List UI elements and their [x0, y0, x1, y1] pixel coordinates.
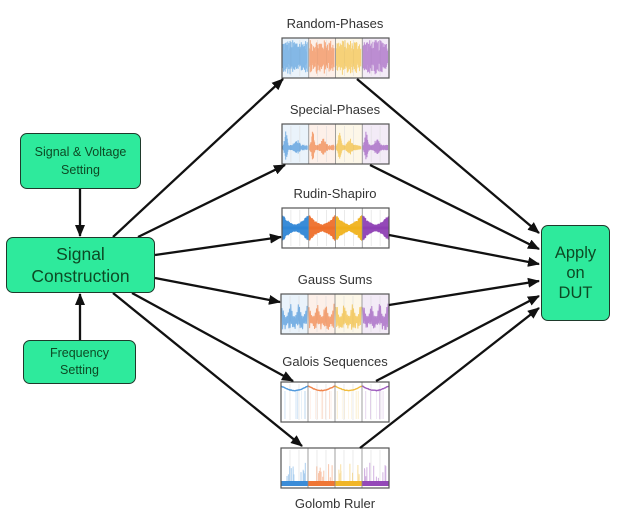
rudin-shapiro-panel-border — [281, 207, 390, 249]
signal-construction-label-line1: Signal — [56, 244, 105, 264]
arrow-signal-construction-to-random-phases — [112, 78, 284, 238]
arrow-signal-construction-to-gauss-sums — [154, 276, 281, 305]
galois-sequences-waveform-segment — [307, 385, 336, 392]
arrow-signal-construction-to-golomb-ruler — [112, 292, 303, 447]
arrow-golomb-ruler-to-apply-on-dut — [359, 307, 540, 449]
galois-sequences-waveform-segment — [280, 385, 309, 392]
apply-on-dut-label-line2: on — [566, 264, 585, 282]
arrow-special-phases-to-apply-on-dut — [369, 163, 540, 251]
signal-voltage-setting-box: Signal & Voltage Setting — [20, 133, 141, 189]
random-phases-panel-border — [281, 37, 390, 79]
golomb-ruler-waveform-spikes — [286, 462, 306, 482]
golomb-ruler-waveform-band — [335, 481, 362, 486]
arrow-rudin-shapiro-to-apply-on-dut — [388, 233, 540, 267]
special-phases-label: Special-Phases — [289, 102, 381, 117]
arrow-random-phases-to-apply-on-dut — [356, 78, 540, 234]
gauss-sums-label: Gauss Sums — [297, 272, 373, 287]
golomb-ruler-waveform-band — [281, 481, 308, 486]
golomb-ruler-panel — [280, 447, 390, 489]
apply-on-dut-label-line1: Apply — [554, 244, 597, 262]
gauss-sums-panel — [280, 293, 390, 335]
frequency-setting-label-line1: Frequency — [49, 346, 110, 360]
random-phases-waveform-segment — [309, 40, 335, 74]
special-phases-panel — [281, 123, 390, 165]
random-phases-label: Random-Phases — [286, 16, 384, 31]
golomb-ruler-waveform-band — [308, 481, 335, 486]
golomb-ruler-waveform-spikes — [316, 464, 333, 482]
waveform-panels — [280, 37, 390, 489]
apply-on-dut-box: Apply on DUT — [541, 225, 610, 321]
galois-sequences-waveform-segment — [361, 385, 390, 392]
galois-sequences-panel — [280, 381, 390, 423]
gauss-sums-segment-tint — [308, 294, 335, 334]
golomb-ruler-waveform-band — [362, 481, 389, 486]
golomb-ruler-label: Golomb Ruler — [294, 496, 376, 511]
golomb-ruler-waveform-spikes — [364, 462, 387, 482]
galois-sequences-label: Galois Sequences — [282, 354, 388, 369]
special-phases-waveform-segment — [336, 132, 362, 159]
special-phases-waveform-segment — [309, 131, 335, 160]
random-phases-panel — [281, 37, 390, 79]
signal-voltage-setting-label-line1: Signal & Voltage — [34, 145, 127, 159]
signal-construction-box: Signal Construction — [6, 237, 155, 293]
gauss-sums-waveform-segment — [308, 303, 335, 330]
rudin-shapiro-label: Rudin-Shapiro — [293, 186, 377, 201]
arrow-galois-sequences-to-apply-on-dut — [375, 294, 540, 383]
galois-sequences-panel-border — [280, 381, 390, 423]
special-phases-panel-border — [281, 123, 390, 165]
rudin-shapiro-panel — [281, 207, 390, 249]
arrow-signal-construction-to-rudin-shapiro — [154, 233, 282, 257]
frequency-setting-label-line2: Setting — [60, 363, 99, 377]
special-phases-waveform-segment — [282, 131, 308, 160]
gauss-sums-panel-border — [280, 293, 390, 335]
gauss-sums-waveform-segment — [281, 304, 308, 330]
special-phases-waveform-segment — [362, 131, 388, 160]
signal-voltage-setting-label-line2: Setting — [61, 163, 100, 177]
arrow-signal-construction-to-galois-sequences — [131, 291, 294, 383]
golomb-ruler-panel-border — [280, 447, 390, 489]
connection-arrows — [75, 78, 540, 449]
arrow-signal-construction-to-special-phases — [137, 163, 286, 239]
signal-construction-label-line2: Construction — [31, 266, 130, 286]
gauss-sums-waveform-segment — [335, 304, 362, 330]
arrow-gauss-sums-to-apply-on-dut — [388, 277, 540, 307]
golomb-ruler-waveform-spikes — [338, 463, 360, 482]
apply-on-dut-label-line3: DUT — [558, 284, 593, 302]
random-phases-waveform-segment — [282, 40, 308, 75]
galois-sequences-waveform-segment — [334, 385, 363, 392]
frequency-setting-box: Frequency Setting — [23, 340, 136, 384]
random-phases-waveform-segment — [362, 40, 388, 75]
random-phases-waveform-segment — [336, 40, 362, 75]
gauss-sums-waveform-segment — [362, 303, 389, 331]
